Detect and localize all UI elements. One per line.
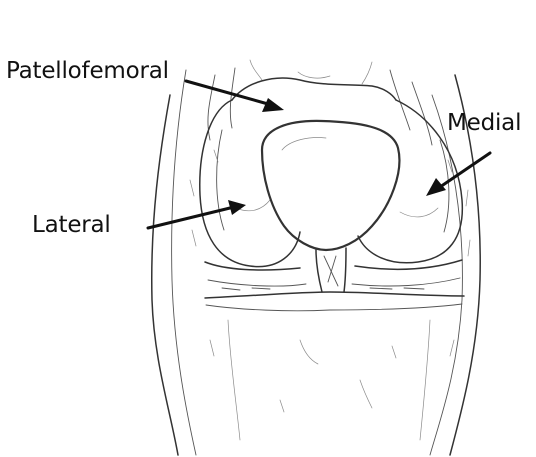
label-lateral: Lateral: [32, 214, 111, 237]
tibia: [206, 304, 462, 440]
thigh-structure: [208, 60, 432, 145]
patella: [262, 121, 399, 250]
arrow-medial: [426, 153, 490, 196]
femoral-condyles: [200, 100, 463, 267]
shading-texture: [190, 150, 470, 356]
label-medial: Medial: [447, 112, 521, 135]
arrow-lateral: [148, 200, 246, 228]
label-patellofemoral: Patellofemoral: [6, 60, 169, 83]
central-ligament: [316, 248, 346, 292]
patellofemoral-region: [232, 78, 396, 100]
